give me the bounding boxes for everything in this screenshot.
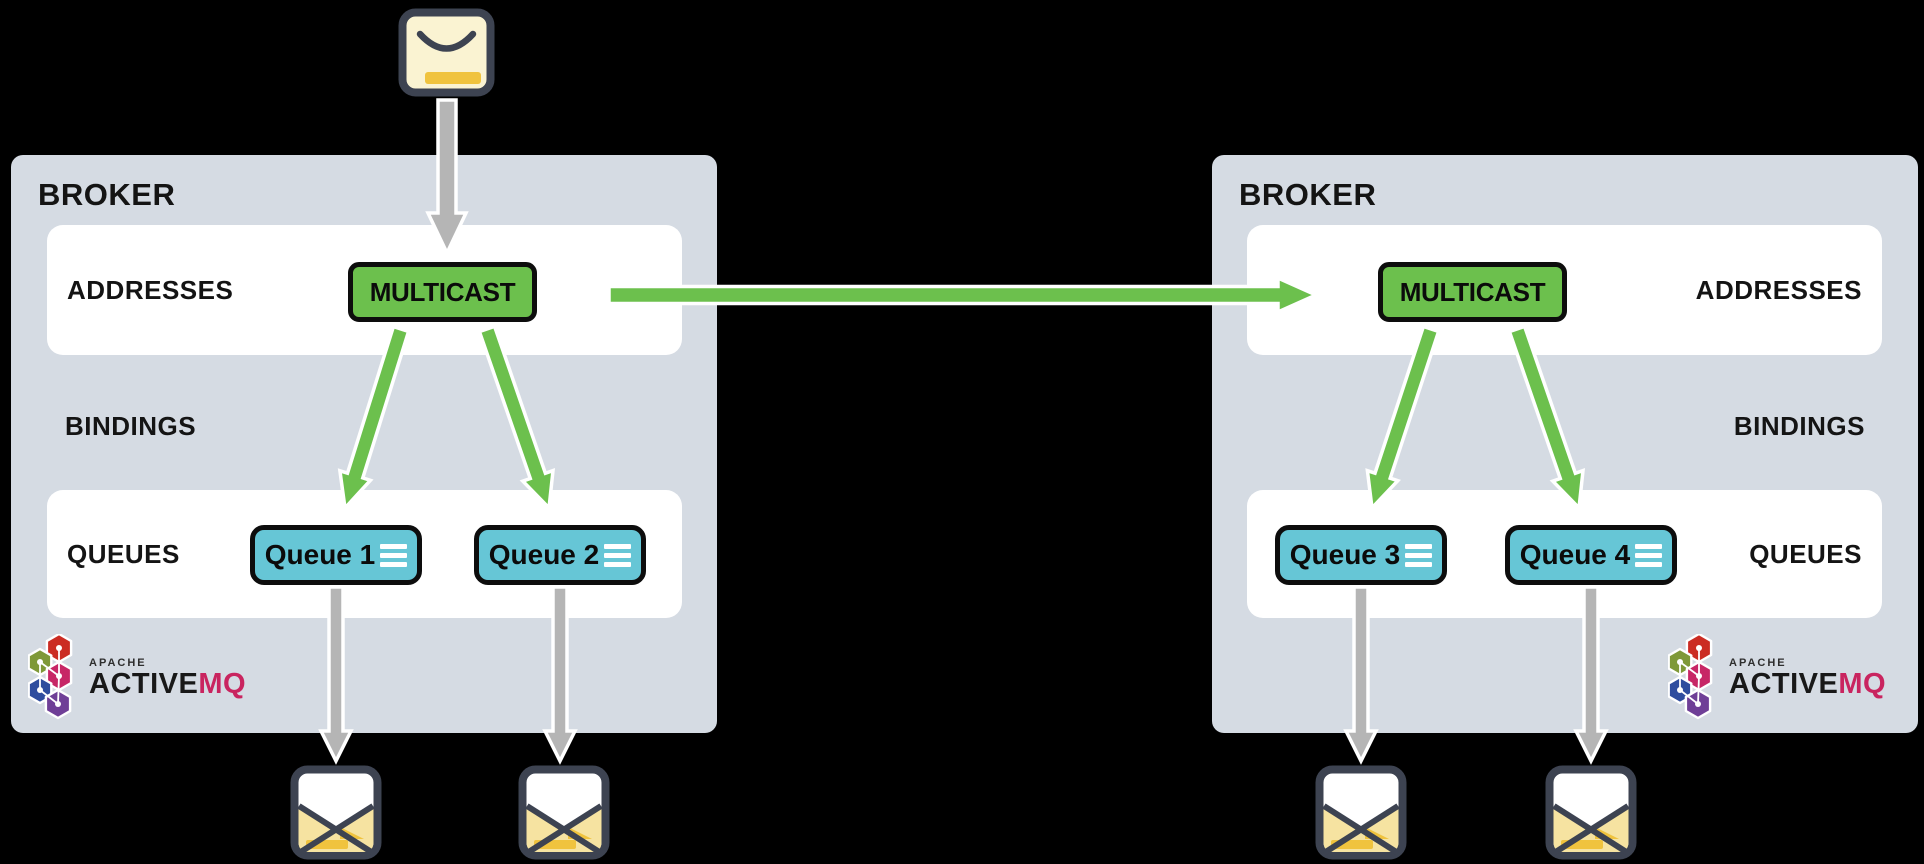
queue-node-label: Queue 1 <box>264 539 376 570</box>
activemq-wordmark: ACTIVEMQ <box>89 668 247 700</box>
open-envelope-icon <box>1315 765 1407 860</box>
list-icon <box>604 543 632 567</box>
addresses-label: ADDRESSES <box>1695 274 1862 305</box>
queue-node: Queue 1 <box>250 525 422 585</box>
activemq-hexagon-icon <box>1668 634 1713 720</box>
apache-label: APACHE <box>89 657 147 669</box>
queue-node-label: Queue 3 <box>1289 539 1401 570</box>
queue-node-label: Queue 2 <box>488 539 600 570</box>
queue-node: Queue 2 <box>474 525 646 585</box>
open-envelope-icon <box>290 765 382 860</box>
list-icon <box>380 543 408 567</box>
list-icon <box>1635 543 1663 567</box>
addresses-label: ADDRESSES <box>67 274 234 305</box>
queue-node: Queue 3 <box>1275 525 1447 585</box>
broker-box-left: BROKER ADDRESSES MULTICAST BINDINGS QUEU… <box>11 155 717 733</box>
queue-node-label: Queue 4 <box>1519 539 1631 570</box>
bindings-label: BINDINGS <box>1733 411 1865 441</box>
activemq-hexagon-icon <box>28 634 73 720</box>
multicast-address-node: MULTICAST <box>348 262 537 322</box>
list-icon <box>1405 543 1433 567</box>
broker-title: BROKER <box>1239 177 1377 212</box>
broker-title: BROKER <box>38 177 176 212</box>
multicast-address-node: MULTICAST <box>1378 262 1567 322</box>
open-envelope-icon <box>1545 765 1637 860</box>
envelope-icon <box>398 8 495 97</box>
queues-label: QUEUES <box>67 538 180 569</box>
broker-box-right: BROKER ADDRESSES MULTICAST BINDINGS QUEU… <box>1212 155 1918 733</box>
activemq-logo: APACHE ACTIVEMQ <box>1668 634 1886 722</box>
activemq-logo: APACHE ACTIVEMQ <box>28 634 246 722</box>
queues-label: QUEUES <box>1749 538 1862 569</box>
queue-node: Queue 4 <box>1505 525 1677 585</box>
open-envelope-icon <box>518 765 610 860</box>
activemq-wordmark: ACTIVEMQ <box>1729 668 1887 700</box>
bindings-label: BINDINGS <box>65 411 197 441</box>
apache-label: APACHE <box>1729 657 1787 669</box>
